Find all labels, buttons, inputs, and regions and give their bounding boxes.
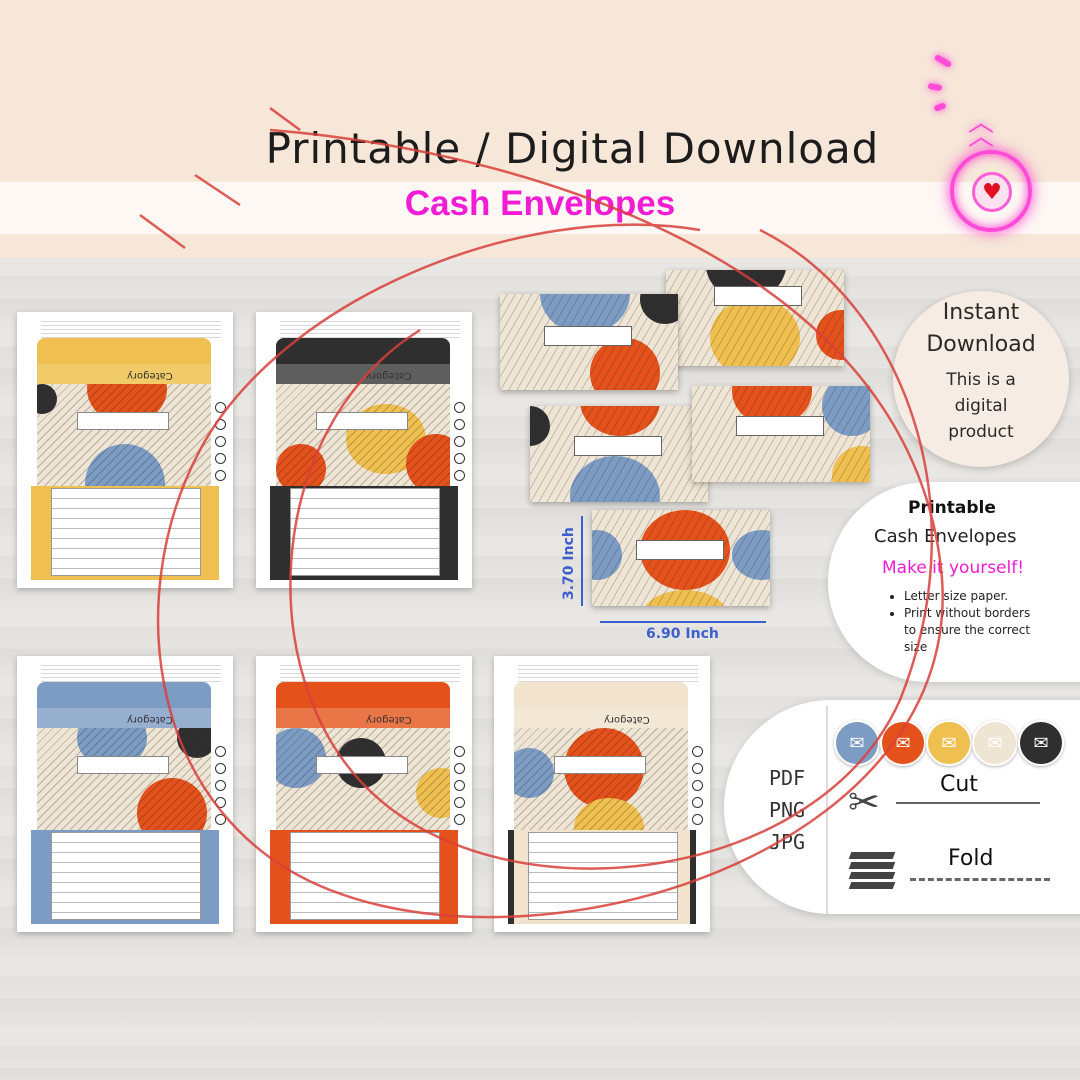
envelope-art xyxy=(514,728,688,832)
envelope-front xyxy=(530,406,708,502)
transactions-table xyxy=(290,488,440,576)
envelope-front-dimensioned xyxy=(592,510,770,606)
flap-band xyxy=(276,708,450,728)
height-dimension-label: 3.70 Inch xyxy=(561,527,577,600)
format-png: PNG xyxy=(768,798,806,822)
envelope-page-blue: Category xyxy=(17,656,233,932)
instant-title-2: Download xyxy=(926,332,1036,357)
envelope-front xyxy=(500,294,678,390)
envelope-label-box xyxy=(316,756,408,774)
bullet-item: Print without borders to ensure the corr… xyxy=(904,605,1044,656)
chevron-up-icon: ︿︿ xyxy=(968,108,995,152)
fold-label: Fold xyxy=(948,846,994,871)
heart-icon: ♥ xyxy=(972,172,1012,212)
envelope-label-box xyxy=(77,412,169,430)
envelope-page-orange: Category xyxy=(256,656,472,932)
instant-line-1: This is a xyxy=(946,370,1016,390)
flap-band xyxy=(37,364,211,384)
fold-line xyxy=(910,878,1050,881)
transactions-table xyxy=(528,832,678,920)
instructions-text xyxy=(518,662,698,684)
envelope-icon-orange: ✉ xyxy=(880,720,926,766)
icon-column xyxy=(454,402,465,492)
icon-column xyxy=(454,746,465,836)
instant-title-1: Instant xyxy=(942,300,1020,325)
cut-label: Cut xyxy=(940,772,978,797)
envelope-art xyxy=(37,384,211,488)
category-label: Category xyxy=(366,714,412,725)
envelope-label-box xyxy=(77,756,169,774)
instructions-text xyxy=(280,318,460,340)
flap-band xyxy=(276,364,450,384)
instant-line-2: digital xyxy=(954,396,1008,416)
transactions-table xyxy=(290,832,440,920)
envelope-label-box xyxy=(316,412,408,430)
format-pdf: PDF xyxy=(768,766,806,790)
formats-panel: PDF PNG JPG ✉ ✉ ✉ ✉ ✉ ✂ Cut Fold xyxy=(724,700,1080,914)
printable-heading: Printable xyxy=(908,498,996,518)
page-subtitle: Cash Envelopes xyxy=(404,184,676,223)
category-label: Category xyxy=(127,370,173,381)
category-label: Category xyxy=(604,714,650,725)
transactions-table xyxy=(51,488,201,576)
envelope-front xyxy=(692,386,870,482)
printable-info-panel: Printable Cash Envelopes Make it yoursel… xyxy=(828,482,1080,682)
envelope-icon-cream: ✉ xyxy=(972,720,1018,766)
page-title: Printable / Digital Download xyxy=(265,124,880,173)
flap-band xyxy=(37,708,211,728)
cut-line xyxy=(896,802,1040,804)
format-jpg: JPG xyxy=(768,830,806,854)
transactions-table xyxy=(51,832,201,920)
printable-bullets: Letter size paper. Print without borders… xyxy=(890,588,1044,656)
icon-column xyxy=(215,402,226,492)
envelope-art xyxy=(276,728,450,832)
fold-icon xyxy=(848,852,896,898)
envelope-icon-mustard: ✉ xyxy=(926,720,972,766)
envelope-label-box xyxy=(554,756,646,774)
flap-band xyxy=(514,708,688,728)
category-label: Category xyxy=(127,714,173,725)
envelope-icon-blue: ✉ xyxy=(834,720,880,766)
envelope-art xyxy=(37,728,211,832)
formats-list: PDF PNG JPG xyxy=(754,762,820,858)
icon-column xyxy=(215,746,226,836)
instructions-text xyxy=(41,662,221,684)
width-dimension-line xyxy=(600,621,766,623)
envelope-page-charcoal: Category xyxy=(256,312,472,588)
icon-column xyxy=(692,746,703,836)
printable-tagline: Make it yourself! xyxy=(882,558,1025,578)
envelope-page-cream: Category xyxy=(494,656,710,932)
instructions-text xyxy=(280,662,460,684)
printable-sub: Cash Envelopes xyxy=(874,526,1017,547)
height-dimension-line xyxy=(581,516,583,606)
scissors-icon: ✂ xyxy=(848,780,880,824)
instant-download-badge: Instant Download This is a digital produ… xyxy=(893,291,1069,467)
divider xyxy=(826,706,828,914)
category-label: Category xyxy=(366,370,412,381)
bullet-item: Letter size paper. xyxy=(904,588,1044,605)
instant-line-3: product xyxy=(948,422,1014,442)
neon-logo-ring xyxy=(950,150,1032,232)
envelope-page-yellow: Category xyxy=(17,312,233,588)
envelope-front xyxy=(666,270,844,366)
width-dimension-label: 6.90 Inch xyxy=(646,626,719,642)
envelope-art xyxy=(276,384,450,488)
instructions-text xyxy=(41,318,221,340)
envelope-icon-charcoal: ✉ xyxy=(1018,720,1064,766)
